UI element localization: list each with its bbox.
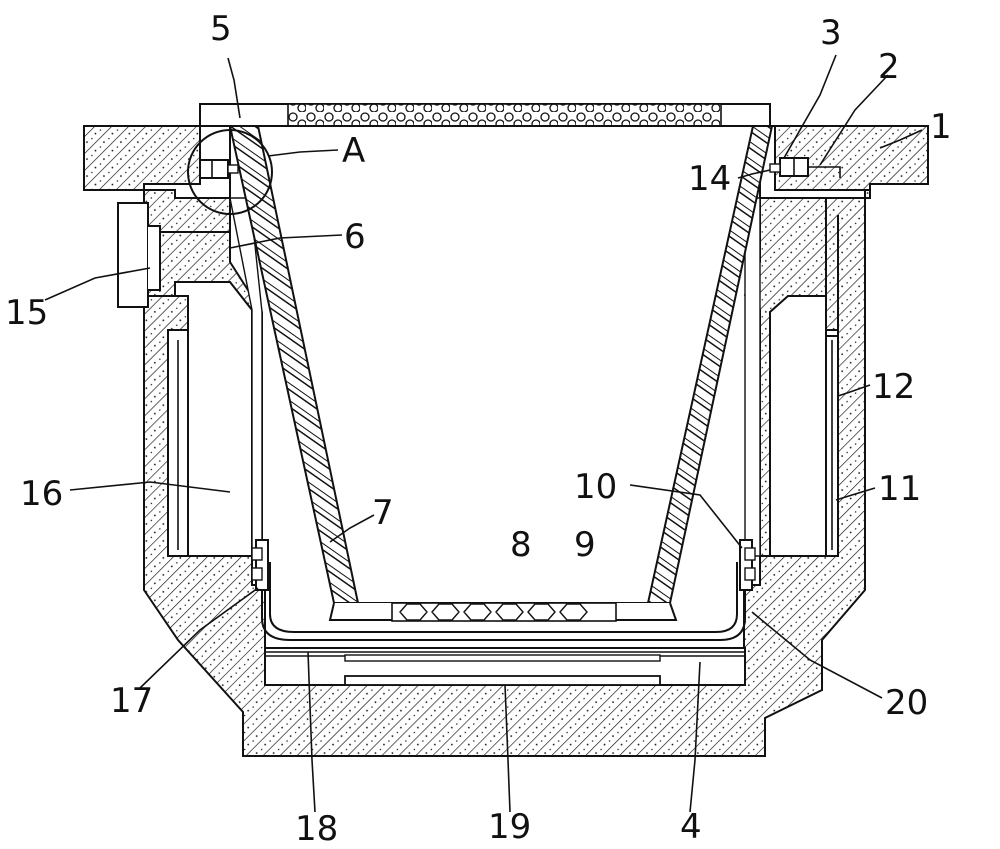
latch-left <box>199 159 239 179</box>
label-17: 17 <box>110 681 153 721</box>
top-flange <box>83 125 929 191</box>
part-labels: 5 3 2 1 A 14 6 15 12 16 11 10 7 8 9 17 2… <box>5 9 952 849</box>
lid <box>199 103 771 215</box>
label-19: 19 <box>488 807 531 847</box>
side-module-15 <box>117 202 161 308</box>
porous-layer-8 <box>391 602 617 622</box>
label-5: 5 <box>210 9 232 49</box>
label-4: 4 <box>680 807 702 847</box>
label-14: 14 <box>688 159 731 199</box>
label-a: A <box>342 131 365 171</box>
label-15: 15 <box>5 293 48 333</box>
label-7: 7 <box>372 493 394 533</box>
label-8: 8 <box>510 525 532 565</box>
label-20: 20 <box>885 683 928 723</box>
leader-lines <box>44 54 923 813</box>
label-18: 18 <box>295 809 338 849</box>
label-2: 2 <box>878 47 900 87</box>
label-12: 12 <box>872 367 915 407</box>
label-1: 1 <box>930 107 952 147</box>
inner-bowl <box>228 125 774 621</box>
detail-circle-a <box>187 129 273 215</box>
label-11: 11 <box>878 469 921 509</box>
label-9: 9 <box>574 525 596 565</box>
label-6: 6 <box>344 217 366 257</box>
latch-right <box>769 157 841 178</box>
label-10: 10 <box>574 467 617 507</box>
label-16: 16 <box>20 474 63 514</box>
heater-plate-19 <box>344 675 661 686</box>
label-3: 3 <box>820 13 842 53</box>
basket-9 <box>261 562 746 641</box>
